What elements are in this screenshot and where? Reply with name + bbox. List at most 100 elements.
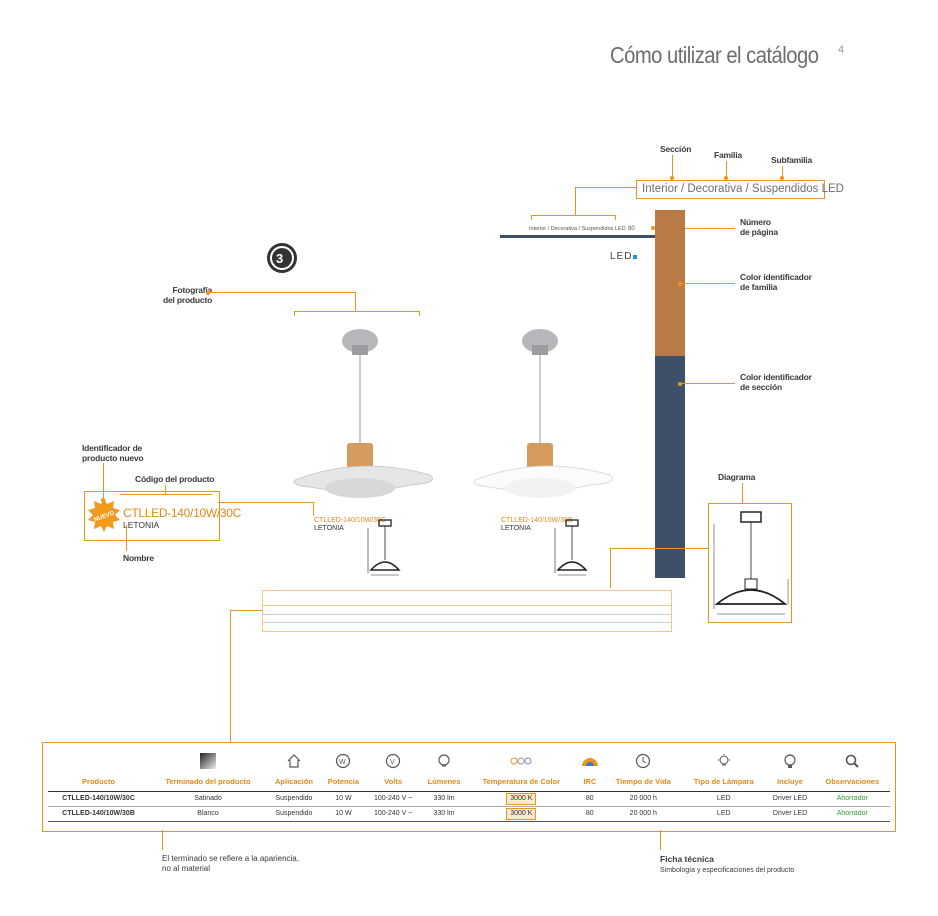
connector-line — [165, 485, 166, 494]
cell-product: CTLLED-140/10W/30C — [62, 795, 135, 802]
connector-line — [120, 494, 212, 495]
table-row: CTLLED-140/10W/30B Blanco Suspendido 10 … — [48, 806, 890, 821]
connector-line — [313, 502, 314, 516]
new-badge-icon: NUEVO — [88, 498, 120, 532]
mini-breadcrumb: Interior / Decorativa / Suspendidos LED — [529, 226, 626, 232]
spec-table: W V Producto Terminado del producto Apli… — [48, 749, 890, 822]
col-header: Tiempo de Vida — [615, 777, 671, 787]
connector-dot — [724, 176, 728, 180]
cell-volts: 100-240 V ~ — [373, 810, 413, 817]
cell-life: 20 000 h — [629, 810, 657, 817]
connector-dot — [678, 282, 682, 286]
connector-line — [355, 292, 356, 311]
cell-includes: Driver LED — [772, 795, 808, 802]
volt-icon: V — [386, 753, 401, 769]
cell-lumens: 330 lm — [433, 795, 455, 802]
connector-dot — [670, 176, 674, 180]
cell-lamp-type: LED — [716, 795, 731, 802]
cell-application: Suspendido — [275, 810, 313, 817]
product-code: CTLLED-140/10W/30C — [123, 506, 241, 520]
connector-line — [610, 548, 611, 588]
connector-dot — [206, 291, 210, 295]
connector-line — [575, 187, 576, 215]
connector-line — [671, 155, 673, 177]
svg-text:3: 3 — [276, 251, 283, 266]
breadcrumb: Interior / Decorativa / Suspendidos LED — [636, 180, 844, 199]
breadcrumb-text: Interior / Decorativa / Suspendidos LED — [642, 183, 844, 195]
connector-line — [725, 161, 727, 177]
color-temp-icon — [510, 757, 532, 765]
lumen-icon — [438, 754, 450, 767]
cell-observations: Ahorrador — [836, 795, 868, 802]
col-header: Observaciones — [825, 777, 880, 787]
cell-application: Suspendido — [275, 795, 313, 802]
label-nombre: Nombre — [123, 553, 154, 563]
footnote-terminado: El terminado se refiere a la apariencia,… — [162, 854, 299, 873]
connector-line — [681, 283, 735, 284]
bulb-icon — [717, 754, 730, 766]
cell-product: CTLLED-140/10W/30B — [62, 810, 135, 817]
col-header: Potencia — [327, 777, 360, 787]
header-row: Producto Terminado del producto Aplicaci… — [48, 773, 890, 791]
connector-line — [208, 292, 355, 293]
col-header: Aplicación — [275, 777, 313, 787]
clock-icon — [636, 753, 651, 769]
section-color-stripe — [655, 356, 685, 578]
connector-line — [230, 610, 231, 742]
connector-line — [294, 311, 420, 312]
connector-dot — [678, 382, 682, 386]
mini-spec-table — [262, 590, 672, 632]
label-familia: Familia — [714, 150, 742, 160]
diagram-box — [708, 503, 792, 623]
product-photo-satinado — [293, 329, 433, 498]
cell-color-temp: 3000 K — [506, 807, 537, 820]
connector-line — [681, 383, 735, 384]
connector-line — [126, 525, 127, 551]
col-header: Lúmenes — [427, 777, 461, 787]
page-title: Cómo utilizar el catálogo — [610, 42, 819, 68]
house-icon — [287, 754, 301, 768]
product-code-card: NUEVO CTLLED-140/10W/30C LETONIA — [84, 491, 241, 541]
small-diagram-1 — [367, 519, 401, 576]
product-photo-blanco — [473, 329, 613, 498]
label-subfamilia: Subfamilia — [771, 155, 812, 165]
col-header: Incluye — [777, 777, 803, 787]
col-header: IRC — [583, 777, 597, 787]
cell-irc: 80 — [585, 795, 594, 802]
cell-power: 10 W — [335, 795, 352, 802]
cell-power: 10 W — [335, 810, 352, 817]
cell-color-temp: 3000 K — [506, 792, 537, 805]
cell-life: 20 000 h — [629, 795, 657, 802]
col-header: Temperatura de Color — [482, 777, 560, 787]
cell-volts: 100-240 V ~ — [373, 795, 413, 802]
mini-rule — [263, 614, 671, 615]
connector-line — [781, 166, 783, 177]
col-header: Volts — [384, 777, 403, 787]
connector-line — [103, 463, 104, 500]
warranty-icon: 3 — [267, 243, 297, 273]
connector-line — [531, 215, 532, 220]
connector-line — [162, 830, 163, 850]
label-seccion: Sección — [660, 144, 692, 154]
cell-observations: Ahorrador — [836, 810, 868, 817]
connector-line — [615, 215, 616, 220]
svg-text:V: V — [390, 759, 395, 766]
icon-row: W V — [48, 749, 890, 773]
connector-line — [742, 483, 743, 503]
label-diagrama: Diagrama — [718, 472, 756, 482]
connector-line — [419, 311, 420, 316]
mini-page-number: 80 — [628, 226, 635, 232]
connector-line — [531, 215, 616, 216]
connector-line — [294, 311, 295, 316]
col-header: Producto — [82, 777, 115, 787]
connector-line — [610, 548, 708, 549]
connector-dot — [780, 176, 784, 180]
connector-line — [653, 228, 735, 229]
mini-rule — [263, 622, 671, 623]
